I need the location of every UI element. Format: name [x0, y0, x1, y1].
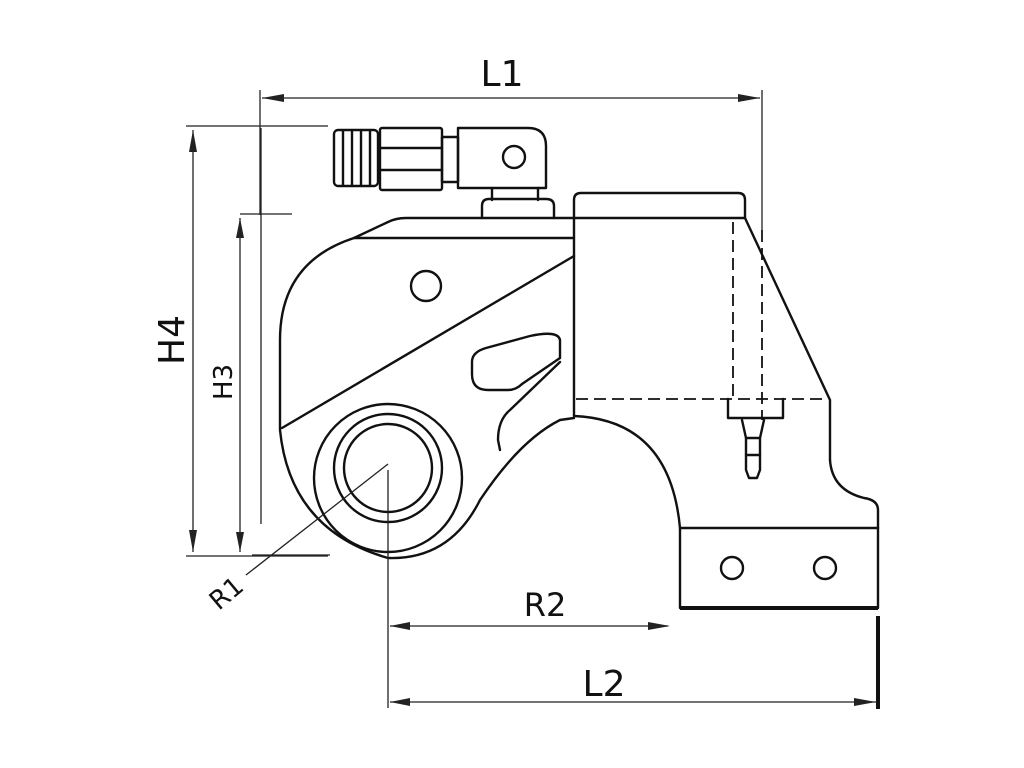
- h3-label: H3: [209, 364, 239, 400]
- r1-label: R1: [204, 571, 250, 616]
- cylinder-housing: [572, 191, 880, 610]
- h4-label: H4: [152, 315, 193, 365]
- ratchet-link: [278, 216, 576, 560]
- wrench-body: [278, 126, 880, 610]
- l2-label: L2: [583, 664, 626, 705]
- dimension-r2: R2: [387, 470, 670, 708]
- dimension-l1: L1: [259, 54, 763, 240]
- foot-hole-right: [812, 555, 838, 581]
- dimension-h4: H4: [152, 125, 328, 557]
- r2-label: R2: [524, 586, 567, 624]
- l1-label: L1: [481, 54, 524, 95]
- hose-fitting: [332, 126, 556, 220]
- foot-hole-left: [719, 555, 745, 581]
- dimension-h3: H3: [209, 128, 330, 556]
- dimension-l2: L2: [390, 616, 880, 709]
